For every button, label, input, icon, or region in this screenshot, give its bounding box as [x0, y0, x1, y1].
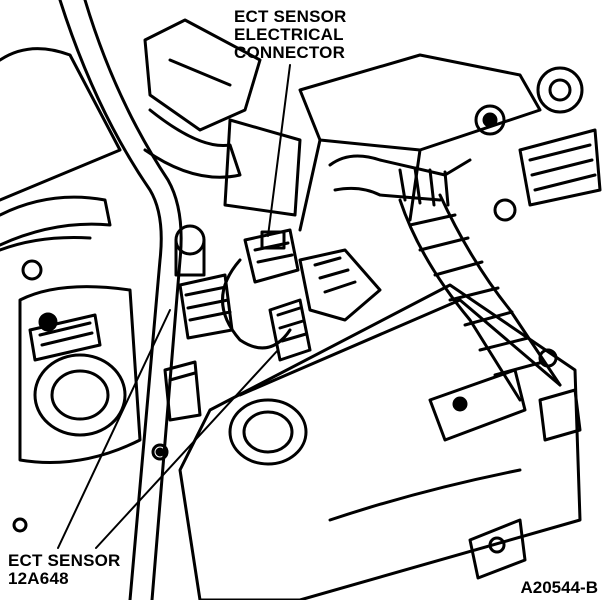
ect-connector — [221, 228, 382, 350]
leader-lines — [57, 64, 291, 549]
ect-connector-label-line1: ECT SENSOR — [234, 7, 347, 26]
ect-connector-label-line3: CONNECTOR — [234, 43, 346, 62]
figure-id: A20544-B — [520, 578, 599, 597]
right-fittings — [474, 66, 602, 222]
ect-sensor-body — [163, 273, 312, 422]
top-leader-line — [267, 64, 291, 237]
upper-housing — [143, 18, 542, 232]
ect-connector-label: ECT SENSOR ELECTRICAL CONNECTOR — [234, 8, 347, 62]
ect-sensor-label: ECT SENSOR 12A648 — [8, 552, 121, 588]
corrugated-hose — [328, 154, 562, 402]
vacuum-tube — [58, 0, 242, 600]
lower-left-bolts — [12, 224, 206, 533]
left-engine-block — [0, 47, 142, 464]
bottom-leader-line-1 — [57, 309, 171, 549]
valve-cover — [178, 283, 582, 600]
bottom-leader-line-2 — [95, 349, 279, 549]
ect-sensor-label-part-number: 12A648 — [8, 569, 69, 588]
ect-sensor-label-line1: ECT SENSOR — [8, 551, 121, 570]
ect-connector-label-line2: ELECTRICAL — [234, 25, 344, 44]
